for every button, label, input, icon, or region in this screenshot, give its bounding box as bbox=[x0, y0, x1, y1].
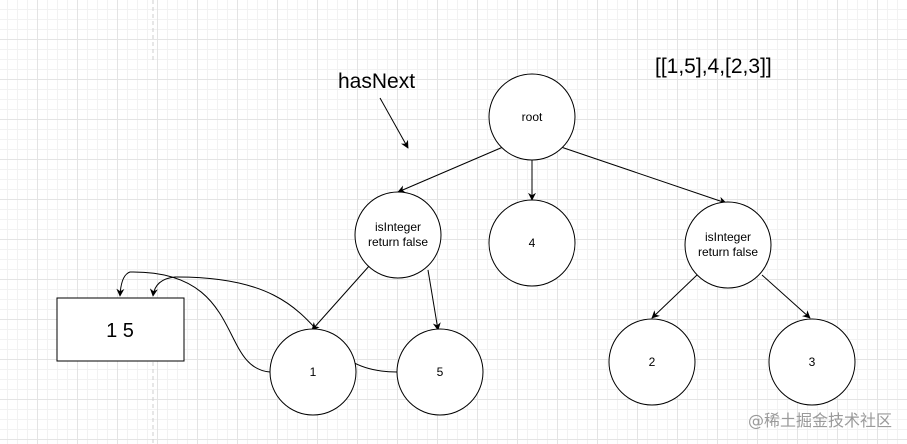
edge-right-2 bbox=[651, 274, 698, 319]
node-leaf-2-label: 2 bbox=[649, 355, 656, 369]
node-root-label: root bbox=[522, 110, 543, 124]
input-structure-label: [[1,5],4,[2,3]] bbox=[655, 55, 772, 78]
edge-right-3 bbox=[761, 274, 811, 319]
output-box-text: 1 5 bbox=[106, 320, 134, 342]
node-left bbox=[354, 191, 442, 279]
node-root bbox=[488, 73, 576, 161]
output-box bbox=[56, 297, 185, 362]
node-leaf-5 bbox=[396, 328, 484, 416]
edge-root-right bbox=[560, 146, 727, 205]
curve-from-leaf-1 bbox=[116, 271, 271, 373]
node-right-label-line2: return false bbox=[698, 245, 758, 259]
node-left-label-line1: isInteger bbox=[375, 220, 421, 234]
node-leaf-3 bbox=[768, 318, 856, 406]
node-right-label-line1: isInteger bbox=[705, 230, 751, 244]
node-leaf-3-label: 3 bbox=[809, 355, 816, 369]
hasnext-label: hasNext bbox=[338, 70, 415, 93]
node-left-label-line2: return false bbox=[368, 235, 428, 249]
hasnext-arrow bbox=[379, 97, 409, 149]
tree-nodes bbox=[269, 73, 856, 416]
edge-root-left bbox=[397, 146, 504, 193]
node-leaf-2 bbox=[608, 318, 696, 406]
node-leaf-1 bbox=[269, 328, 357, 416]
edge-left-1 bbox=[311, 264, 371, 331]
node-leaf-1-label: 1 bbox=[310, 365, 317, 379]
node-middle-label: 4 bbox=[529, 236, 536, 250]
edge-left-5 bbox=[427, 269, 441, 331]
watermark: @稀土掘金技术社区 bbox=[748, 411, 892, 430]
node-right bbox=[684, 201, 772, 289]
node-leaf-5-label: 5 bbox=[437, 365, 444, 379]
node-middle bbox=[488, 199, 576, 287]
